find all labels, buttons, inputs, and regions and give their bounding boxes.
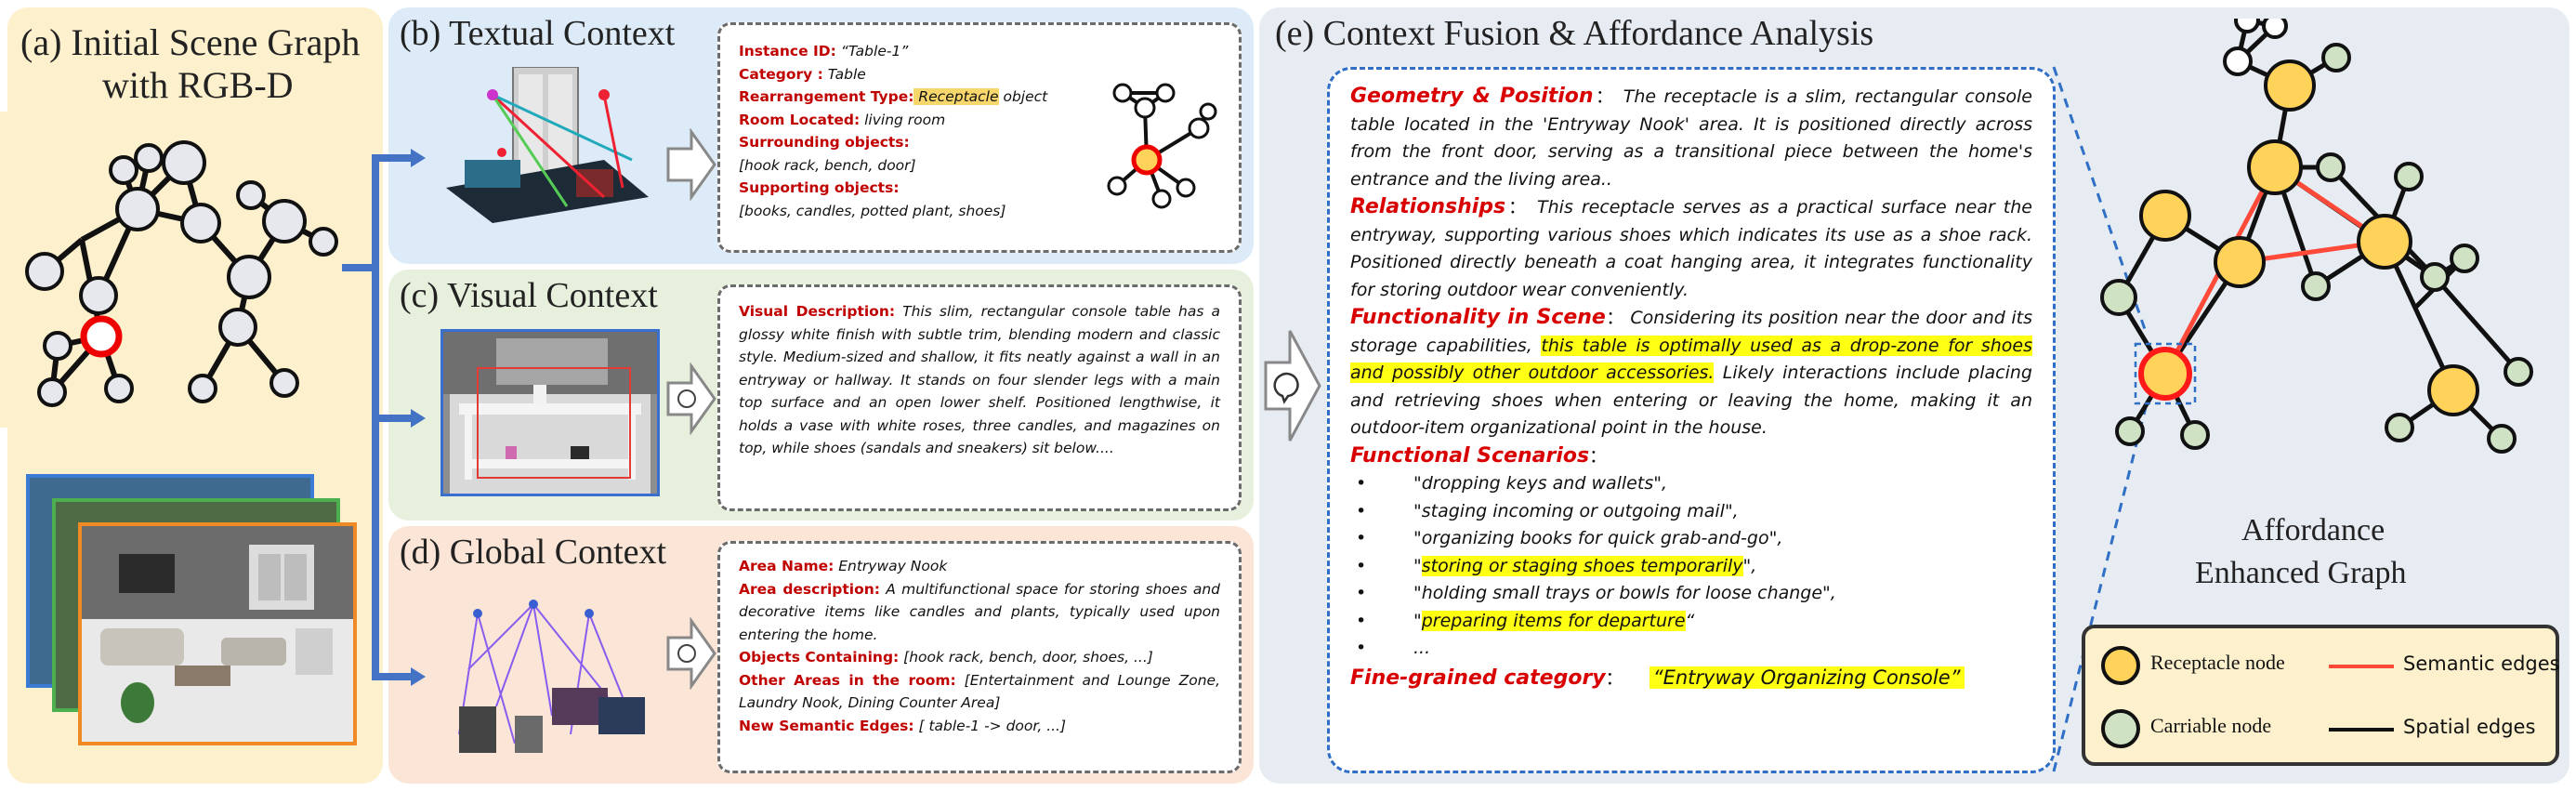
area-description-value: A multifunctional space for storing shoe… (739, 580, 1220, 643)
scenario-text: "organizing books for quick grab-and-go"… (1413, 528, 1783, 548)
scenario-text: " (1413, 610, 1422, 631)
affordance-graph-title-line2: Enhanced Graph (2195, 556, 2407, 590)
panel-d-title: (d) Global Context (400, 533, 667, 572)
bullet: • (1356, 500, 1367, 521)
functionality-text-pre: Considering its position near the door a… (1350, 308, 2032, 356)
room-located-value: living room (860, 111, 946, 128)
graph-to-panel-arrow (342, 149, 426, 686)
textual-context-scene-illustration (446, 67, 649, 223)
area-description-key: Area description: (739, 580, 881, 598)
fine-grained-category-key: Fine-grained category (1350, 666, 1606, 690)
rearrangement-type-value-highlight: Receptacle (913, 88, 999, 105)
area-name-value: Entryway Nook (834, 558, 948, 574)
legend-spatial-label: Spatial edges (2403, 716, 2536, 738)
list-item: • "preparing items for departure“ (1356, 608, 2032, 636)
graph-legend: Receptacle node Semantic edges Carriable… (2082, 625, 2560, 766)
panel-d-hollow-arrow (666, 617, 716, 690)
scenario-text: "staging incoming or outgoing mail", (1413, 500, 1739, 521)
fine-grained-category-value: “Entryway Organizing Console” (1649, 666, 1965, 689)
supporting-objects-key: Supporting objects: (739, 179, 900, 196)
carriable-node-icon (2101, 709, 2140, 748)
list-item: • "organizing books for quick grab-and-go… (1356, 525, 2032, 553)
instance-id-key: Instance ID: (739, 43, 836, 59)
rearrangement-type-value: object (998, 88, 1048, 105)
affordance-enhanced-graph (2100, 19, 2533, 454)
fine-grained-category-sep: ： (1605, 667, 1623, 689)
functional-scenarios-key: Functional Scenarios (1350, 443, 1590, 468)
global-context-card: Area Name: Entryway Nook Area descriptio… (717, 541, 1242, 773)
scenario-text: " (1413, 555, 1422, 576)
panel-b-hollow-arrow (666, 128, 716, 201)
list-item: • "storing or staging shoes temporarily", (1356, 553, 2032, 581)
geometry-position-sep: ： (1593, 86, 1616, 107)
new-semantic-edges-value: [ table-1 -> door, ...] (913, 717, 1067, 734)
bullet: • (1356, 528, 1367, 548)
relationships-text: This receptacle serves as a practical su… (1350, 197, 2032, 300)
visual-description-text: This slim, rectangular console table has… (739, 303, 1220, 456)
geometry-position-key: Geometry & Position (1350, 85, 1594, 108)
textual-context-card: Instance ID: “Table-1” Category : Table … (717, 22, 1242, 253)
rgbd-scene-illustration (82, 526, 353, 742)
objects-containing-key: Objects Containing: (739, 649, 900, 666)
scenario-text-end: ", (1742, 555, 1757, 576)
functional-scenarios-sep: ： (1589, 445, 1608, 467)
legend-semantic-label: Semantic edges (2403, 653, 2560, 675)
global-context-scene-illustration (458, 600, 645, 753)
visual-context-photo (440, 329, 660, 496)
bullet: • (1356, 610, 1367, 631)
list-item: • "holding small trays or bowls for loose… (1356, 580, 2032, 608)
scenario-highlight: storing or staging shoes temporarily (1421, 555, 1743, 576)
textual-context-mini-graph (1107, 83, 1217, 209)
other-areas-value: [Entertainment and Lounge Zone, Laundry … (739, 671, 1220, 712)
panel-b-title: (b) Textual Context (400, 14, 676, 53)
semantic-edge-icon (2329, 665, 2394, 668)
category-key: Category : (739, 65, 823, 83)
panel-c-title: (c) Visual Context (400, 276, 658, 315)
functionality-text-post: Likely interactions include placing and … (1350, 363, 2032, 438)
relationships-sep: ： (1505, 197, 1530, 218)
scenario-text-end: “ (1685, 610, 1695, 631)
rearrangement-type-key: Rearrangement Type: (739, 88, 914, 105)
room-located-key: Room Located: (739, 111, 861, 128)
other-areas-key: Other Areas in the room: (739, 671, 956, 689)
instance-id-value: “Table-1” (835, 43, 909, 59)
panel-e-title: (e) Context Fusion & Affordance Analysis (1275, 14, 1874, 53)
geometry-position-text: The receptacle is a slim, rectangular co… (1350, 86, 2032, 190)
spatial-edge-icon (2329, 728, 2394, 732)
context-fusion-card: Geometry & Position： The receptacle is a… (1327, 67, 2056, 773)
panel-a-title-line2: with RGB-D (102, 64, 294, 106)
visual-description-key: Visual Description: (739, 303, 896, 320)
list-item: • "dropping keys and wallets", (1356, 470, 2032, 498)
scenario-text: "holding small trays or bowls for loose … (1413, 583, 1836, 603)
panel-c-hollow-arrow (666, 363, 716, 435)
functionality-key: Functionality in Scene (1350, 306, 1606, 329)
bullet: • (1356, 555, 1367, 576)
scenario-text: ... (1413, 638, 1431, 658)
scenario-highlight: preparing items for departure (1421, 610, 1686, 631)
bullet: • (1356, 473, 1367, 494)
bullet: • (1356, 583, 1367, 603)
affordance-graph-title-line1: Affordance (2241, 513, 2385, 547)
receptacle-node-icon (2101, 646, 2140, 685)
area-name-key: Area Name: (739, 558, 835, 574)
functional-scenarios-list: • "dropping keys and wallets", • "staging … (1350, 470, 2032, 663)
surrounding-objects-key: Surrounding objects: (739, 134, 910, 151)
list-item: •... (1356, 635, 2032, 663)
scenario-text: "dropping keys and wallets", (1413, 473, 1667, 494)
surrounding-objects-value: [hook rack, bench, door] (739, 156, 916, 174)
supporting-objects-value: [books, candles, potted plant, shoes] (739, 202, 1006, 219)
panel-a-graph (7, 121, 383, 428)
fusion-hollow-arrow (1264, 330, 1321, 442)
legend-receptacle-label: Receptacle node (2150, 651, 2285, 674)
relationships-key: Relationships (1350, 195, 1506, 218)
legend-carriable-label: Carriable node (2150, 714, 2272, 737)
list-item: • "staging incoming or outgoing mail", (1356, 498, 2032, 526)
objects-containing-value: [hook rack, bench, door, shoes, ...] (899, 649, 1153, 666)
new-semantic-edges-key: New Semantic Edges: (739, 717, 914, 734)
panel-a-title-line1: (a) Initial Scene Graph (20, 21, 361, 63)
category-value: Table (822, 65, 866, 83)
bullet: • (1356, 638, 1367, 658)
functionality-sep: ： (1605, 308, 1624, 328)
visual-context-card: Visual Description: This slim, rectangul… (717, 284, 1242, 511)
